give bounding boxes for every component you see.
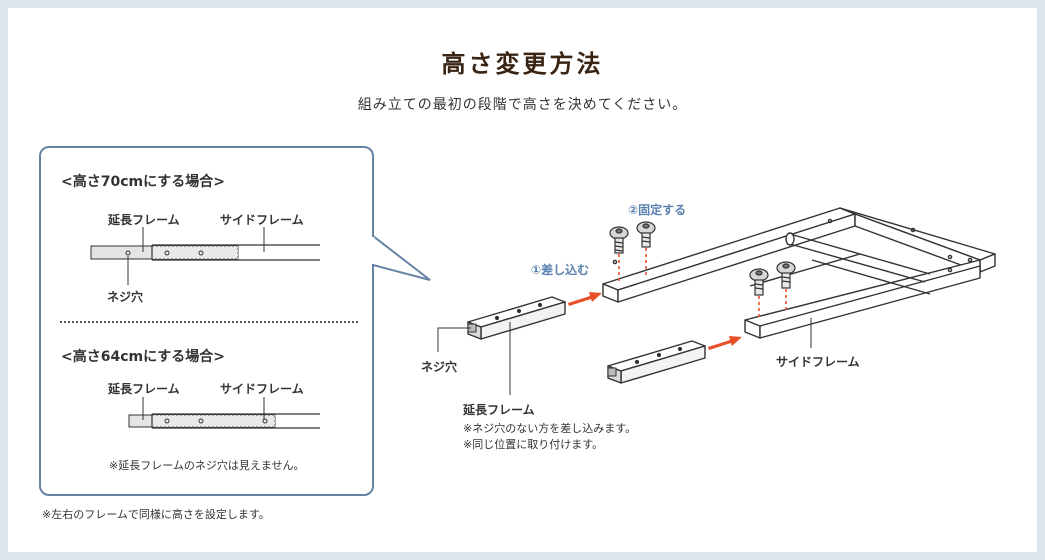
screws — [609, 221, 796, 296]
hidden-hole-note: ※延長フレームのネジ穴は見えません。 — [109, 459, 305, 472]
label-screw-hole-70: ネジ穴 — [107, 290, 144, 304]
label-extension-frame-70: 延長フレーム — [108, 213, 180, 227]
assembly-note-1: ※ネジ穴のない方を差し込みます。 — [463, 422, 637, 435]
bubble-tail — [372, 233, 431, 281]
assembly-illustration — [467, 207, 996, 384]
label-side-frame-70: サイドフレーム — [220, 213, 304, 227]
bottom-note: ※左右のフレームで同様に高さを設定します。 — [42, 508, 270, 521]
assembly-extension-frame-label: 延長フレーム — [463, 403, 535, 417]
label-extension-frame-64: 延長フレーム — [108, 382, 180, 396]
page-title: 高さ変更方法 — [441, 50, 604, 78]
step2-label: ②固定する — [628, 203, 687, 217]
heading-64cm: <高さ64cmにする場合> — [61, 349, 225, 365]
page-subtitle: 組み立ての最初の段階で高さを決めてください。 — [357, 97, 688, 113]
screw-1 — [609, 226, 629, 254]
screw-hole-mark — [125, 250, 131, 256]
label-side-frame-64: サイドフレーム — [220, 382, 304, 396]
screw-3 — [749, 268, 769, 296]
assembly-side-frame-label: サイドフレーム — [776, 355, 860, 369]
assembly-note-2: ※同じ位置に取り付けます。 — [463, 438, 604, 451]
heading-70cm: <高さ70cmにする場合> — [61, 174, 225, 190]
screw-4 — [776, 261, 796, 289]
frame-illustration-70 — [90, 227, 320, 285]
section-divider — [60, 321, 358, 323]
screw-2 — [636, 221, 656, 248]
frame-illustration-64 — [128, 397, 320, 429]
screw-guide-lines — [618, 248, 787, 320]
insert-arrows — [568, 292, 742, 350]
assembly-screw-hole-label: ネジ穴 — [421, 360, 458, 374]
step1-label: ①差し込む — [531, 263, 590, 277]
